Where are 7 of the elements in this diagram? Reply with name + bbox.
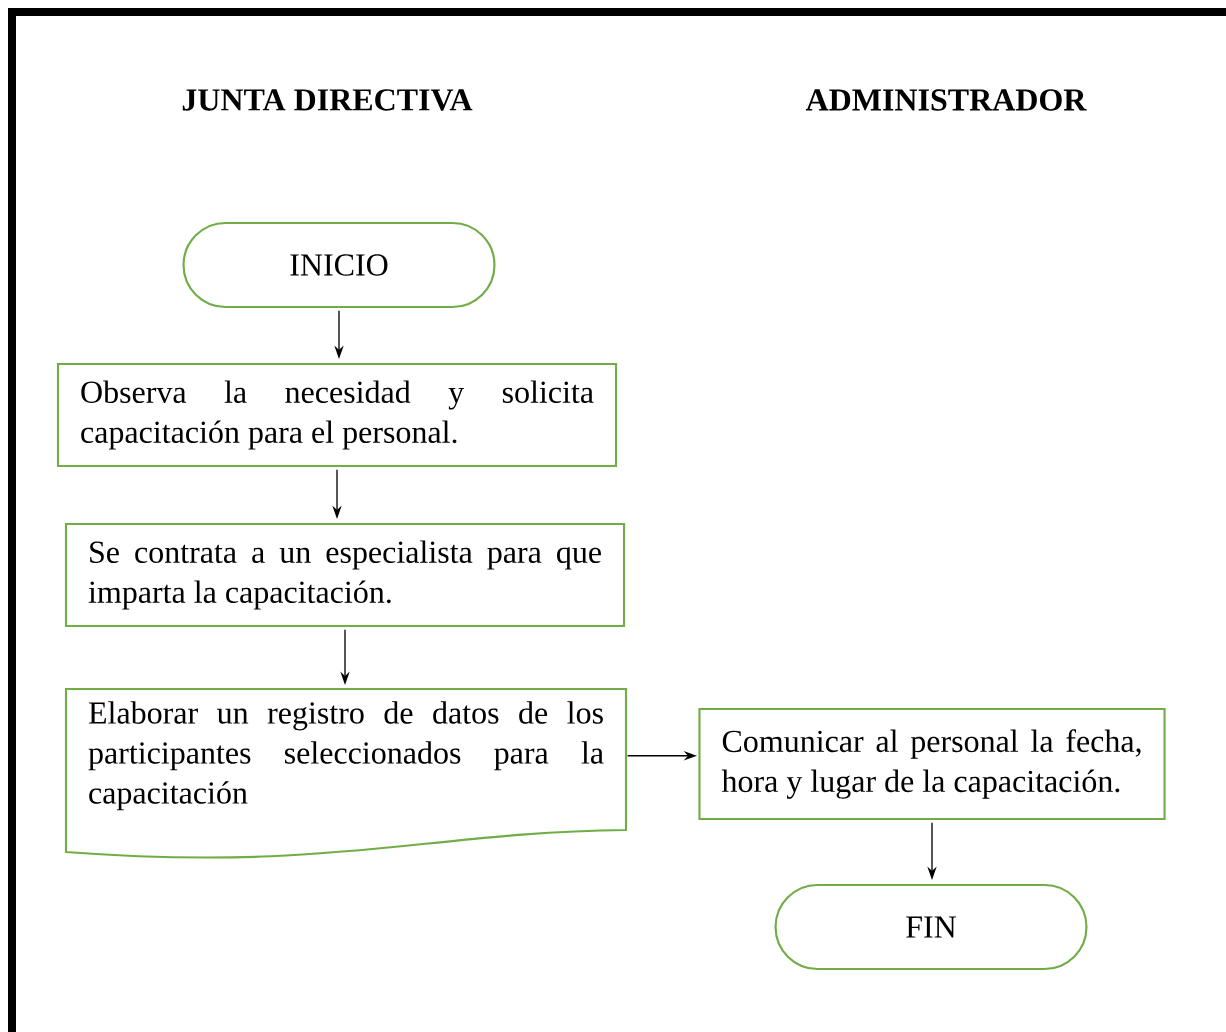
terminator: INICIO — [182, 221, 496, 309]
process-box: Comunicar al personal la fecha, hora y lugar de la capacitación. — [698, 707, 1166, 821]
process-box: Observa la necesidad y solicita capacitación para el personal. — [56, 362, 618, 468]
terminator: FIN — [774, 883, 1088, 971]
process-box: Se contrata a un especialista para que imparta la capacitación. — [64, 522, 626, 628]
lane-heading: ADMINISTRADOR — [805, 89, 1087, 111]
lane-heading: JUNTA DIRECTIVA — [182, 89, 473, 111]
